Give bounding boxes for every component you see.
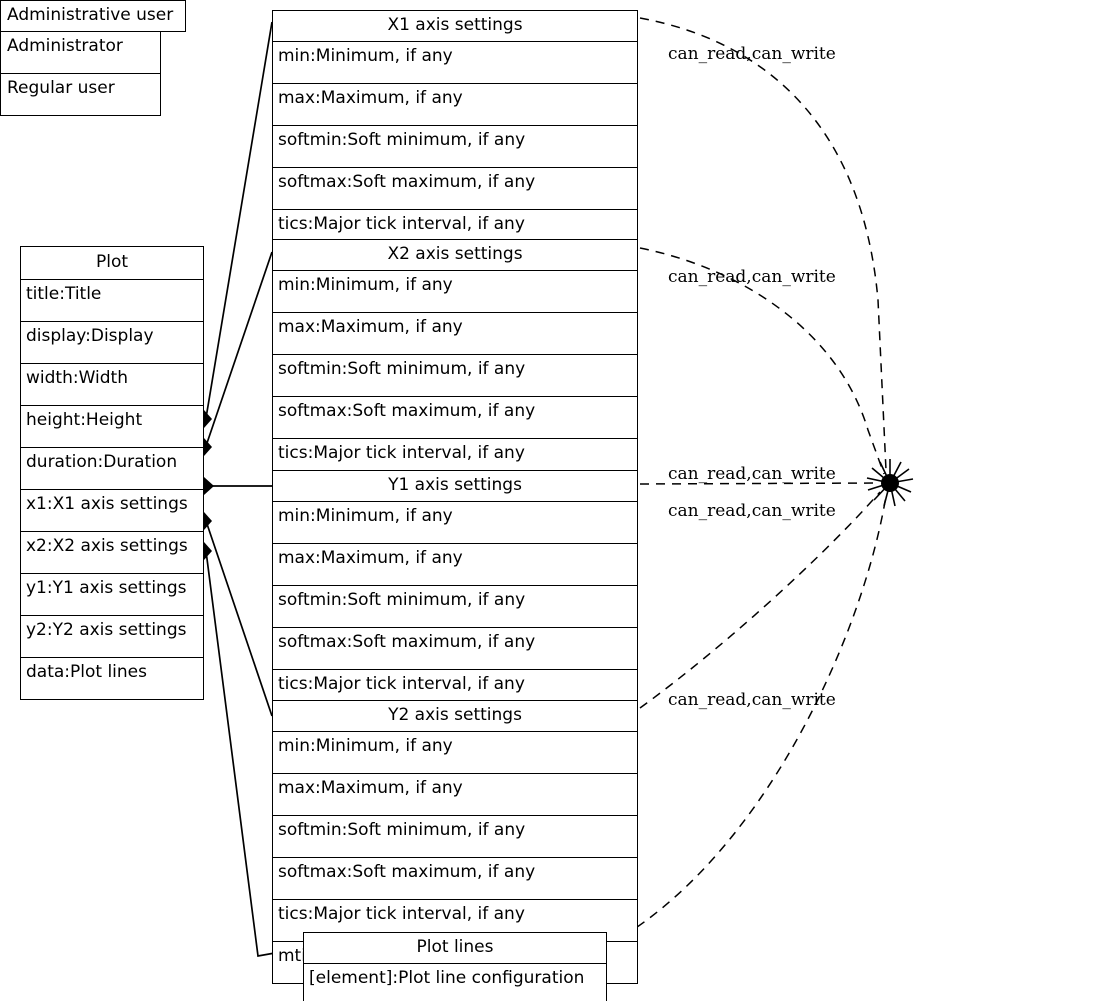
attribute-row: y2:Y2 axis settings — [21, 616, 203, 658]
permission-label-y1: can_read,can_write — [668, 464, 836, 484]
class-body-administrative-user: Administrator Regular user — [0, 32, 161, 116]
attribute-row: data:Plot lines — [26, 662, 148, 682]
attribute-row: Regular user — [7, 78, 115, 98]
class-box-administrative-user[interactable]: Administrative user Administrator Regula… — [0, 0, 186, 116]
composition-edge-y2 — [196, 512, 273, 717]
class-title-y1: Y1 axis settings — [273, 471, 637, 502]
attribute-row: softmin:Soft minimum, if any — [273, 126, 637, 168]
class-title-plot: Plot — [21, 247, 203, 280]
attribute-row: softmin:Soft minimum, if any — [273, 816, 637, 858]
attribute-row: display:Display — [21, 322, 203, 364]
permission-label-x1: can_read,can_write — [668, 44, 836, 64]
composition-edge-x1 — [196, 21, 273, 428]
attribute-row: width:Width — [21, 364, 203, 406]
attribute-row: min:Minimum, if any — [273, 502, 637, 544]
attribute-row: x2:X2 axis settings — [21, 532, 203, 574]
attribute-row: max:Maximum, if any — [273, 774, 637, 816]
permission-edge-y2 — [639, 491, 881, 709]
attribute-row: softmax:Soft maximum, if any — [273, 628, 637, 670]
attribute-row: softmax:Soft maximum, if any — [273, 858, 637, 900]
class-box-plot[interactable]: Plot title:Title display:Display width:W… — [20, 246, 204, 700]
attribute-row: y1:Y1 axis settings — [21, 574, 203, 616]
attribute-row: softmax:Soft maximum, if any — [273, 168, 637, 210]
attribute-row: max:Maximum, if any — [273, 313, 637, 355]
permission-hub-starburst — [866, 459, 914, 507]
attribute-row: min:Minimum, if any — [273, 732, 637, 774]
composition-edge-x2 — [196, 251, 273, 456]
class-title-x2: X2 axis settings — [273, 240, 637, 271]
class-title-administrative-user: Administrative user — [0, 0, 186, 32]
class-title-y2: Y2 axis settings — [273, 701, 637, 732]
attribute-row: duration:Duration — [21, 448, 203, 490]
attribute-row: [element]:Plot line configuration — [309, 968, 585, 988]
class-box-plot-lines[interactable]: Plot lines [element]:Plot line configura… — [303, 932, 607, 1001]
permission-label-y2: can_read,can_write — [668, 501, 836, 521]
attribute-row: softmin:Soft minimum, if any — [273, 586, 637, 628]
permission-label-x2: can_read,can_write — [668, 267, 836, 287]
attribute-row: min:Minimum, if any — [273, 42, 637, 84]
composition-edge-y1 — [194, 477, 272, 495]
permission-label-plotlines: can_read,can_write — [668, 690, 836, 710]
class-title-x1: X1 axis settings — [273, 11, 637, 42]
attribute-row: x1:X1 axis settings — [21, 490, 203, 532]
attribute-row: Administrator — [1, 32, 160, 74]
permission-edge-plotlines — [609, 495, 887, 945]
attribute-row: max:Maximum, if any — [273, 544, 637, 586]
attribute-row: softmax:Soft maximum, if any — [273, 397, 637, 439]
attribute-row: title:Title — [21, 280, 203, 322]
attribute-row: height:Height — [21, 406, 203, 448]
permission-edge-x1 — [639, 17, 887, 471]
attribute-row: max:Maximum, if any — [273, 84, 637, 126]
attribute-row: softmin:Soft minimum, if any — [273, 355, 637, 397]
class-title-plot-lines: Plot lines — [304, 933, 606, 964]
attribute-row: min:Minimum, if any — [273, 271, 637, 313]
